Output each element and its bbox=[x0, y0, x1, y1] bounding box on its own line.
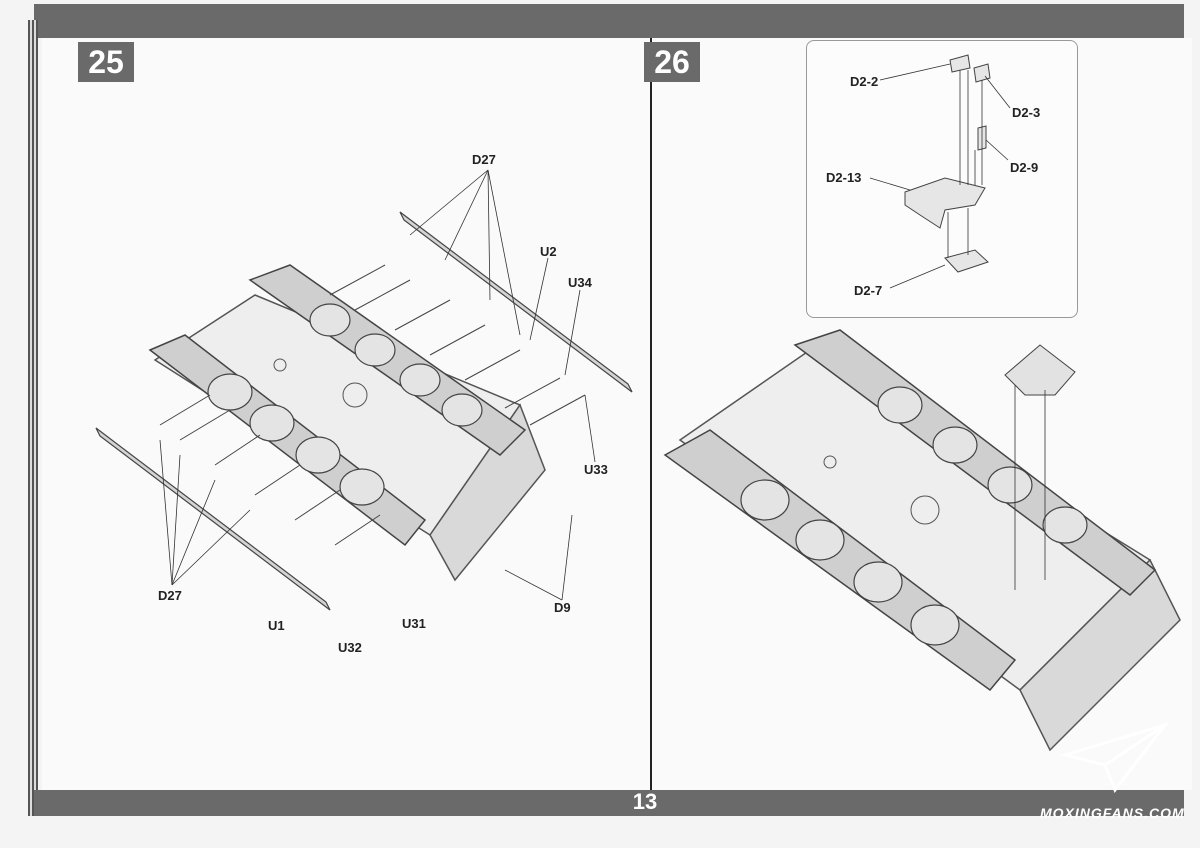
callout-u32: U32 bbox=[338, 640, 362, 655]
page-stack-edge bbox=[28, 20, 38, 816]
road-wheels bbox=[207, 303, 483, 506]
paper-plane-logo bbox=[1060, 722, 1170, 794]
callout-d9: D9 bbox=[554, 600, 571, 615]
callout-d2-9: D2-9 bbox=[1010, 160, 1039, 175]
callout-d2-7: D2-7 bbox=[854, 283, 883, 298]
callout-d27-bottom: D27 bbox=[158, 588, 182, 603]
part-d2-2 bbox=[949, 54, 971, 73]
page-spine bbox=[650, 38, 652, 790]
step-number-26: 26 bbox=[644, 42, 700, 82]
top-bar bbox=[34, 4, 1184, 38]
part-d2-7 bbox=[944, 249, 989, 273]
watermark-text: MOXINGFANS.COM bbox=[1040, 805, 1185, 821]
hull-access-plate bbox=[342, 382, 368, 408]
callout-d27-top: D27 bbox=[472, 152, 496, 167]
callout-d2-13: D2-13 bbox=[826, 170, 862, 185]
bracket-arrows bbox=[159, 264, 586, 546]
rail-u1 bbox=[95, 427, 331, 611]
callout-u33: U33 bbox=[584, 462, 608, 477]
callout-d2-2: D2-2 bbox=[850, 74, 879, 89]
hull-rear-assembled bbox=[1019, 558, 1181, 752]
part-d2-13 bbox=[904, 177, 986, 229]
rail-u2 bbox=[399, 211, 633, 393]
callout-d2-3: D2-3 bbox=[1012, 105, 1041, 120]
callout-u31: U31 bbox=[402, 616, 426, 631]
page-number: 13 bbox=[632, 789, 658, 814]
leader-lines bbox=[159, 169, 596, 601]
callout-u1: U1 bbox=[268, 618, 285, 633]
callout-u2: U2 bbox=[540, 244, 557, 259]
step-number-25: 25 bbox=[78, 42, 134, 82]
callout-u34: U34 bbox=[568, 275, 592, 290]
installed-bracket bbox=[1004, 344, 1076, 396]
bottom-bar bbox=[34, 790, 1184, 816]
